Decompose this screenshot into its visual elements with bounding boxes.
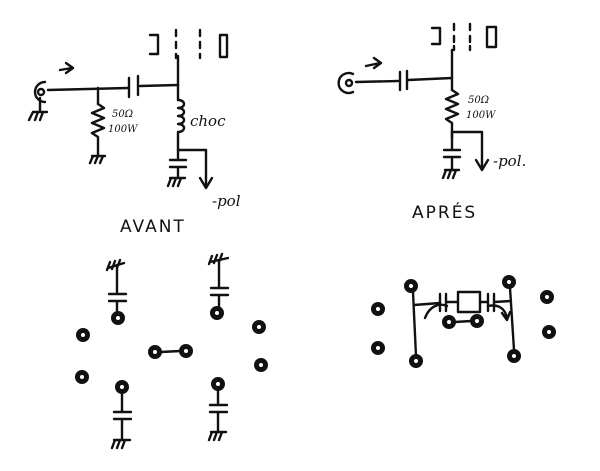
socket-apres	[371, 275, 556, 368]
ground-icon	[110, 438, 132, 450]
resistor-value: 50Ω	[112, 109, 133, 120]
capacitor	[127, 74, 140, 99]
choke-avant	[176, 98, 186, 144]
ground-icon	[88, 154, 107, 165]
resistor-value: 50Ω	[468, 95, 489, 106]
capacitor	[398, 69, 409, 92]
ground-icon	[105, 258, 126, 272]
coax-connector-icon	[33, 80, 47, 104]
socket-avant	[75, 252, 268, 450]
ground-icon	[207, 430, 228, 442]
title-apres: APRÉS	[412, 201, 477, 223]
resistor-power: 100W	[108, 124, 138, 135]
signal-arrow-icon	[58, 61, 75, 75]
ground-icon	[27, 96, 49, 122]
choke-label: choc	[190, 112, 226, 130]
resistor-avant	[90, 102, 106, 158]
resistor-power: 100W	[466, 110, 496, 121]
circuit-avant: 50Ω 100W choc -pol AVANT	[27, 28, 241, 237]
coax-connector-icon	[337, 71, 355, 95]
pol-label-apres: -pol.	[493, 152, 526, 170]
circuit-apres: 50Ω 100W -pol. APRÉS	[337, 22, 526, 223]
pol-label-avant: -pol	[212, 192, 241, 210]
signal-arrow-icon	[364, 56, 383, 70]
title-avant: AVANT	[120, 217, 186, 237]
resistor-apres	[444, 88, 460, 140]
ground-icon	[166, 176, 187, 188]
ground-icon	[441, 168, 461, 180]
